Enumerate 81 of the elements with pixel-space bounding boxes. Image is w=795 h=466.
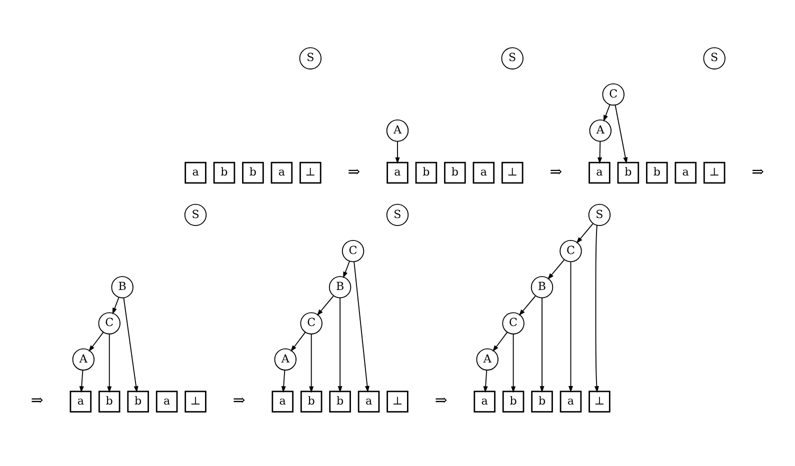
node-box: b (213, 162, 236, 184)
arrow (483, 370, 488, 393)
node-circle: S (703, 47, 726, 70)
node-circle: C (602, 83, 624, 106)
node-box: b (98, 390, 120, 412)
arrow (79, 370, 84, 393)
arrow (594, 224, 599, 393)
arrow (309, 334, 314, 393)
label: ⇒ (550, 163, 562, 180)
arrow (343, 260, 350, 278)
node-circle: S (386, 204, 409, 226)
arrow (112, 297, 120, 314)
arrow (395, 140, 400, 164)
label: ⇒ (752, 163, 764, 180)
node-box: ⊥ (703, 162, 726, 184)
node-circle: S (501, 47, 524, 70)
arrow (518, 296, 536, 316)
node-box: a (474, 390, 496, 412)
arrow (316, 296, 334, 316)
node-box: b (444, 162, 466, 184)
node-circle: S (588, 204, 611, 226)
node-box: ⊥ (588, 390, 610, 412)
node-box: a (184, 162, 206, 184)
node-circle: C (98, 312, 120, 334)
node-box: b (531, 390, 553, 412)
node-circle: A (386, 120, 409, 142)
node-circle: B (530, 276, 554, 298)
arrow (548, 259, 565, 280)
label: ⇒ (434, 392, 448, 410)
node-box: b (242, 162, 264, 184)
arrow (107, 334, 112, 393)
arrow (338, 298, 342, 393)
node-box: ⊥ (300, 162, 322, 184)
node-box: a (156, 390, 178, 412)
arrow (603, 104, 610, 122)
node-box: b (127, 390, 149, 412)
label: ⇒ (30, 392, 44, 410)
node-circle: A (274, 348, 297, 371)
label: ⇒ (348, 163, 360, 180)
node-circle: C (502, 312, 524, 334)
node-box: b (415, 162, 438, 184)
arrow (492, 332, 508, 352)
node-circle: C (300, 312, 322, 334)
arrow (290, 332, 306, 352)
node-box: b (502, 390, 524, 412)
arrow (88, 332, 104, 352)
node-box: b (329, 390, 351, 412)
node-box: b (300, 390, 322, 412)
node-circle: C (342, 240, 364, 262)
node-box: ⊥ (386, 390, 408, 412)
node-box: a (560, 390, 582, 412)
node-circle: B (328, 276, 352, 298)
node-box: a (674, 162, 697, 184)
arrow (598, 140, 602, 164)
arrow (568, 261, 574, 392)
node-box: b (617, 162, 640, 184)
arrow (123, 298, 138, 393)
arrow (511, 334, 516, 393)
node-circle: S (299, 47, 322, 70)
node-circle: A (589, 120, 612, 142)
arrow (281, 370, 286, 393)
node-box: ⊥ (184, 390, 206, 412)
node-circle: A (476, 348, 498, 371)
node-box: a (472, 162, 495, 184)
arrow (576, 223, 594, 244)
node-box: a (272, 390, 294, 412)
arrow (540, 298, 544, 393)
node-box: a (70, 390, 92, 412)
arrow (354, 261, 370, 392)
node-circle: B (111, 276, 134, 298)
node-circle: S (184, 204, 207, 226)
label: ⇒ (232, 392, 246, 410)
node-box: a (358, 390, 380, 412)
node-box: ⊥ (502, 162, 524, 184)
node-circle: A (72, 348, 95, 371)
node-box: b (646, 162, 668, 184)
node-box: a (386, 162, 408, 184)
node-circle: C (560, 240, 582, 262)
node-box: a (270, 162, 293, 184)
node-box: a (588, 162, 610, 184)
arrow (614, 104, 628, 164)
